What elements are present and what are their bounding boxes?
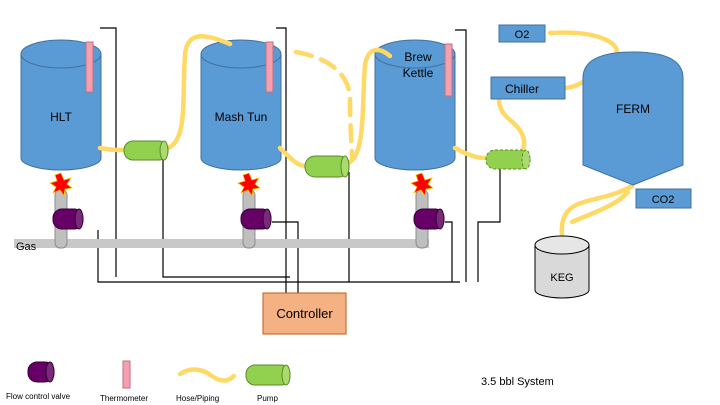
burner-flame-mash-icon xyxy=(237,172,261,198)
gas-label: Gas xyxy=(16,241,37,253)
pump-3-icon xyxy=(485,149,531,170)
thermometer-hlt-icon xyxy=(85,41,94,93)
valve-mash-icon xyxy=(240,208,272,230)
burners xyxy=(49,172,434,249)
brew-kettle-label-line1: Brew xyxy=(404,50,432,64)
brew-kettle-vessel: Brew Kettle xyxy=(374,39,456,171)
legend-thermometer-label: Thermometer xyxy=(100,394,148,403)
hose-kettle-to-pump xyxy=(452,145,489,161)
pumps xyxy=(123,140,531,178)
keg-label: KEG xyxy=(550,272,573,284)
pump-1-icon xyxy=(123,140,169,161)
system-label: 3.5 bbl System xyxy=(481,376,554,388)
wire-hlt-valve xyxy=(97,230,460,283)
keg-vessel: KEG xyxy=(534,235,590,299)
wire-mash-valve xyxy=(272,221,299,293)
burner-flame-kettle-icon xyxy=(410,172,434,198)
thermometer-mash-icon xyxy=(265,41,274,93)
hose-o2-to-ferm xyxy=(547,30,620,59)
hose-keg-to-co2 xyxy=(569,189,631,225)
hlt-label: HLT xyxy=(50,110,72,124)
hose-pump-to-kettle xyxy=(347,47,393,165)
wire-kettle-thermometer xyxy=(455,29,467,282)
co2-box: CO2 xyxy=(635,188,692,209)
valve-hlt-icon xyxy=(52,208,84,230)
wire-pump3 xyxy=(477,162,501,282)
hose-pump-to-mash xyxy=(165,34,233,151)
legend-pump: Pump xyxy=(245,364,291,403)
valve-kettle-icon xyxy=(413,208,445,230)
o2-label: O2 xyxy=(515,29,530,41)
brew-kettle-label-line2: Kettle xyxy=(403,66,434,80)
legend-valve-label: Flow control valve xyxy=(6,392,71,401)
ferm-label: FERM xyxy=(616,102,650,116)
valves xyxy=(52,208,445,230)
burner-flame-hlt-icon xyxy=(49,172,73,198)
chiller-label: Chiller xyxy=(505,82,539,96)
hose-ferm-to-keg xyxy=(559,183,635,239)
wire-pump1 xyxy=(162,152,290,278)
legend-hose: Hose/Piping xyxy=(176,367,237,403)
hlt-vessel: HLT xyxy=(20,39,102,171)
co2-label: CO2 xyxy=(652,194,675,206)
ferm-vessel: FERM xyxy=(582,51,684,186)
legend-thermometer: Thermometer xyxy=(100,360,148,403)
controller-box: Controller xyxy=(262,292,347,335)
mash-tun-vessel: Mash Tun xyxy=(200,39,282,171)
hose-hlt-to-pump xyxy=(97,145,127,153)
legend-pump-label: Pump xyxy=(257,394,278,403)
wire-mash-thermometer xyxy=(276,27,287,293)
legend: Flow control valve Thermometer Hose/Pipi… xyxy=(6,360,291,403)
hose-pump-to-chiller xyxy=(496,91,527,158)
wire-hlt-thermometer xyxy=(100,27,117,277)
legend-valve: Flow control valve xyxy=(6,361,71,401)
o2-box: O2 xyxy=(498,24,546,43)
legend-hose-label: Hose/Piping xyxy=(176,394,219,403)
mash-tun-label: Mash Tun xyxy=(215,110,268,124)
thermometer-kettle-icon xyxy=(444,43,453,97)
wire-kettle-valve xyxy=(445,221,453,282)
hose-mash-to-pump xyxy=(277,145,309,169)
hose-mash-recirc xyxy=(293,49,355,161)
thermometer-icon xyxy=(122,360,131,389)
hoses xyxy=(97,30,635,239)
chiller-box: Chiller xyxy=(490,76,566,100)
hose-icon xyxy=(177,367,237,383)
controller-label: Controller xyxy=(276,306,333,321)
gas-pipe xyxy=(14,239,429,248)
pump-2-icon xyxy=(304,155,350,178)
